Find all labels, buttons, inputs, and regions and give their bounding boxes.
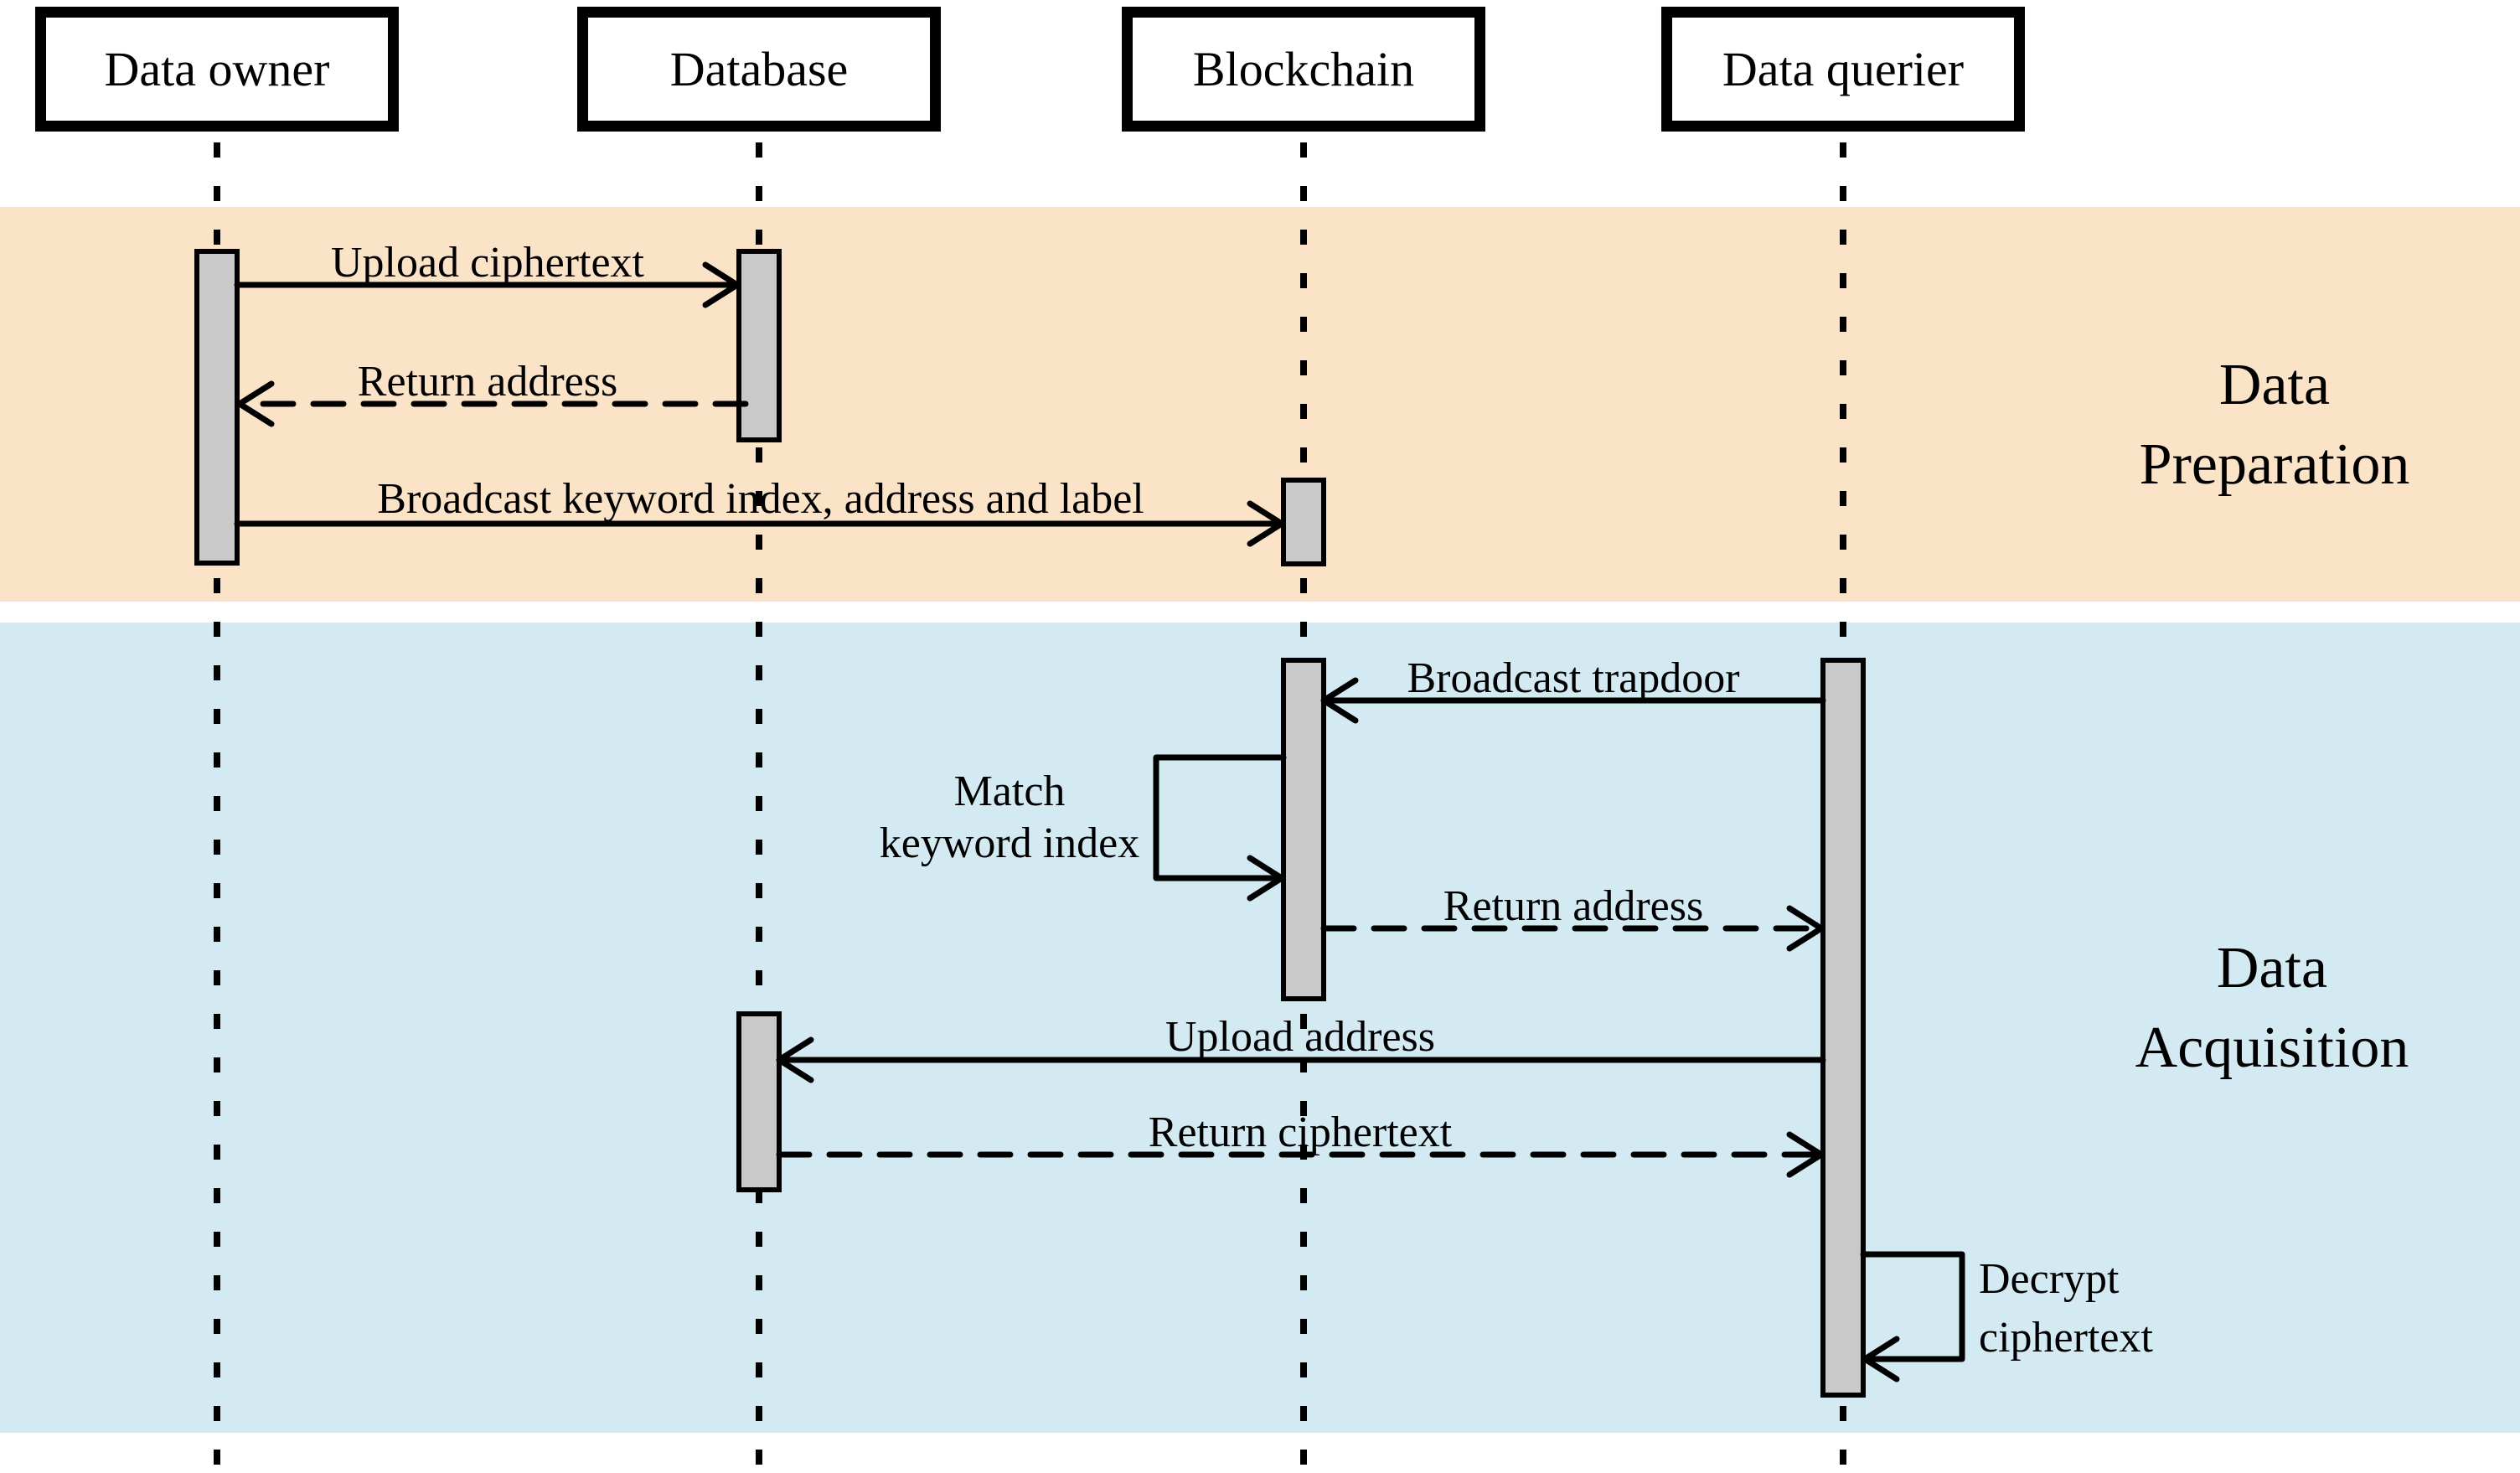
message-arrow-return-ciphertext (776, 1131, 1825, 1178)
phase-label-line: Data (2218, 353, 2331, 417)
message-label-upload-address: Upload address (1164, 1013, 1436, 1061)
actor-label: Data querier (1722, 42, 1965, 96)
message-arrow-broadcast-keyword-index (234, 500, 1285, 547)
arrowhead-right-icon (1247, 500, 1285, 547)
arrow-line (1153, 754, 1287, 881)
message-label-upload-ciphertext: Upload ciphertext (331, 239, 644, 287)
message-label-decrypt-ciphertext: Decrypt ciphertext (1979, 1250, 2153, 1367)
message-label-line: Match (953, 768, 1066, 815)
message-label-line: Decrypt (1979, 1255, 2120, 1303)
message-self-loop-match-keyword-index (1153, 754, 1287, 902)
activation-blockchain-prep (1281, 478, 1326, 566)
actor-label: Database (669, 42, 849, 96)
phase-label-line: Acquisition (2135, 1016, 2409, 1080)
arrowhead-right-icon (1786, 1131, 1825, 1178)
activation-data-querier (1820, 658, 1866, 1398)
actor-label: Blockchain (1192, 42, 1415, 96)
arrowhead-left-icon (1862, 1336, 1900, 1383)
arrowhead-left-icon (1320, 677, 1359, 724)
phase-label-line: Preparation (2139, 432, 2410, 497)
message-arrow-upload-ciphertext (234, 261, 741, 308)
message-arrow-return-address-to-owner (236, 380, 749, 427)
message-arrow-upload-address (776, 1036, 1826, 1083)
actor-label: Data owner (104, 42, 330, 96)
arrowhead-right-icon (702, 261, 741, 308)
message-label-line: ciphertext (1979, 1314, 2153, 1362)
message-arrow-return-address-to-querier (1320, 905, 1825, 952)
phase-label-data-acquisition: Data Acquisition (2135, 928, 2409, 1088)
message-label-return-address-to-owner: Return address (357, 358, 618, 406)
activation-blockchain-acq (1281, 658, 1326, 1001)
message-label-broadcast-trapdoor: Broadcast trapdoor (1407, 654, 1740, 702)
message-label-match-keyword-index: Match keyword index (880, 766, 1139, 870)
arrowhead-right-icon (1247, 855, 1285, 902)
actor-box-database: Database (577, 7, 941, 132)
arrowhead-right-icon (1786, 905, 1825, 952)
actor-box-data-owner: Data owner (35, 7, 399, 132)
activation-database-prep (736, 249, 782, 442)
message-label-return-address-to-querier: Return address (1443, 882, 1704, 930)
message-label-line: keyword index (879, 819, 1140, 867)
actor-box-blockchain: Blockchain (1122, 7, 1485, 132)
arrowhead-left-icon (776, 1036, 814, 1083)
activation-database-acq (736, 1011, 782, 1192)
message-arrow-broadcast-trapdoor (1320, 677, 1826, 724)
phase-label-line: Data (2216, 936, 2328, 1000)
message-label-broadcast-keyword-index: Broadcast keyword index, address and lab… (377, 475, 1144, 523)
phase-label-data-preparation: Data Preparation (2140, 345, 2410, 504)
activation-data-owner (194, 249, 240, 566)
actor-box-data-querier: Data querier (1661, 7, 2025, 132)
arrow-line (1860, 1251, 1965, 1362)
message-label-return-ciphertext: Return ciphertext (1148, 1109, 1453, 1156)
message-self-loop-decrypt-ciphertext (1860, 1251, 1965, 1383)
arrowhead-left-icon (236, 380, 275, 427)
